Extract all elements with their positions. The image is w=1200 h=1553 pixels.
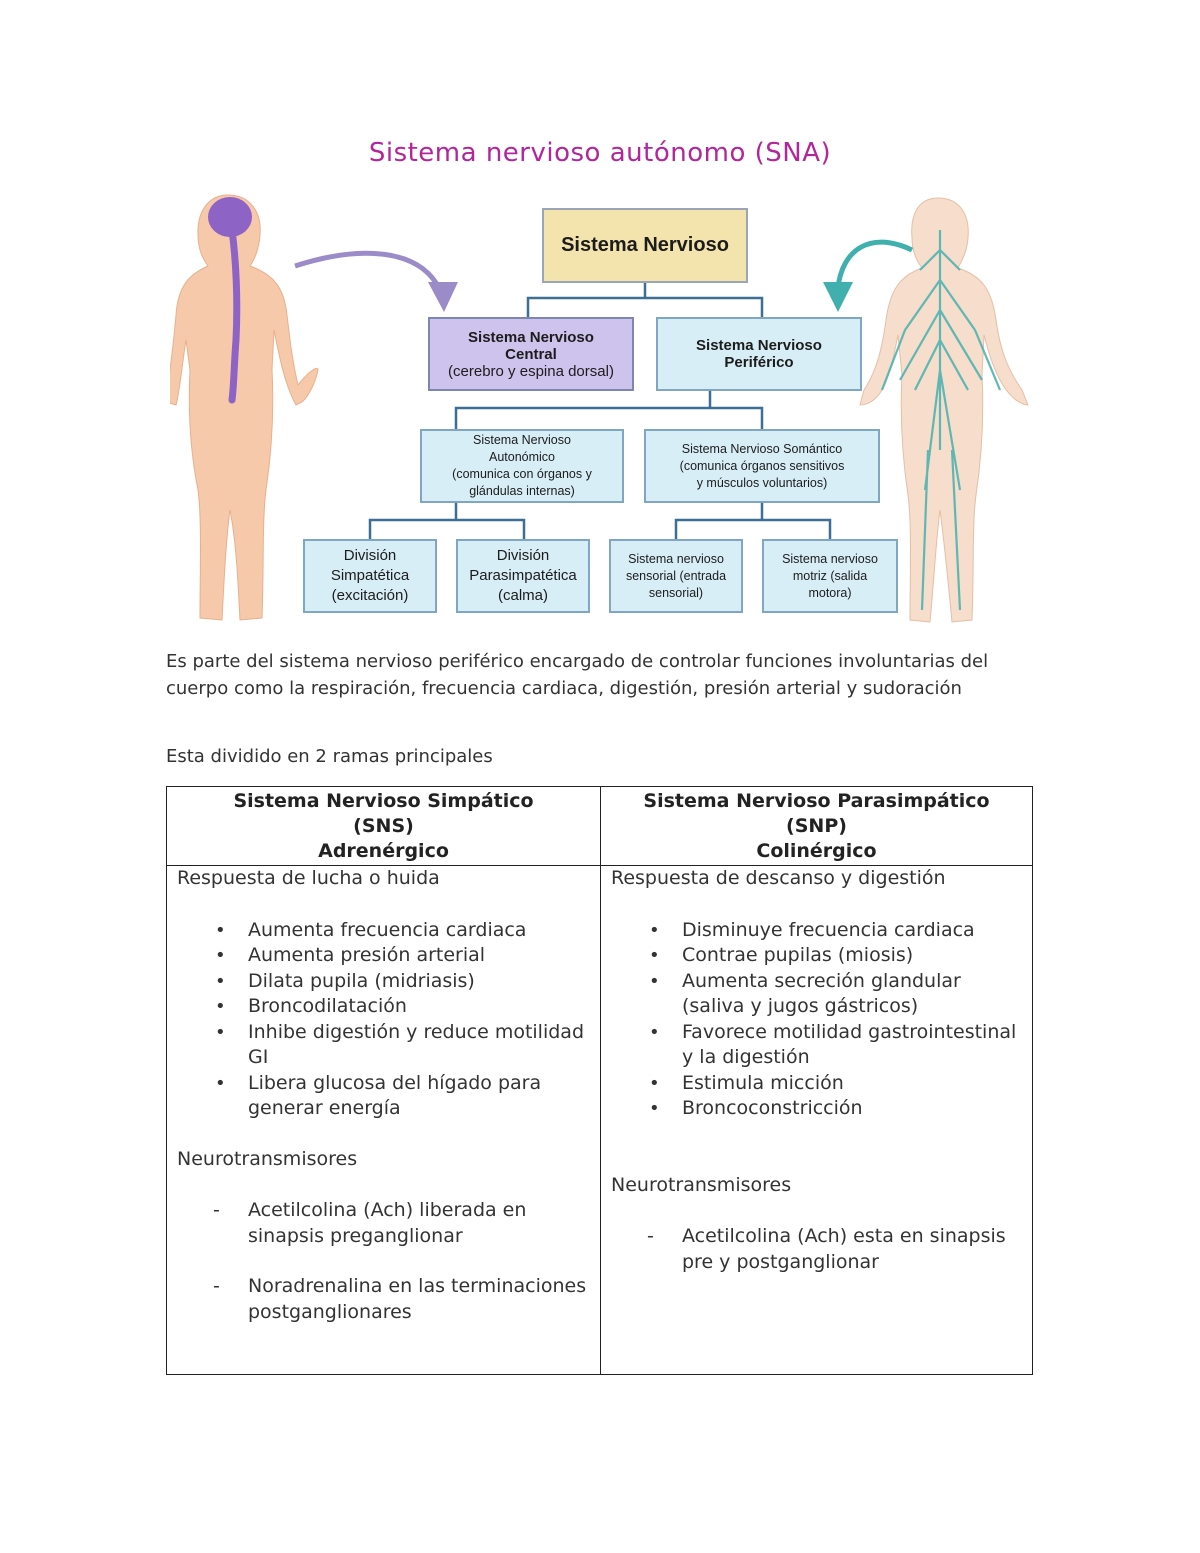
list-item: Noradrenalina en las terminaciones postg… [177, 1274, 590, 1325]
list-item: Broncoconstricción [611, 1096, 1022, 1122]
box-parasympathetic-division: División Parasimpatética (calma) [456, 539, 590, 613]
list-item: Favorece motilidad gastrointestinal y la… [611, 1020, 1022, 1071]
list-item: Dilata pupila (midriasis) [177, 969, 590, 995]
autonomic-label-2: Autonómico [488, 450, 555, 464]
autonomic-label-3: (comunica con órganos y [452, 467, 592, 481]
parasympathetic-label-3: (calma) [497, 587, 548, 604]
parasympathetic-response: Respuesta de descanso y digestión [611, 867, 946, 889]
header-sympathetic-line-1: Sistema Nervioso Simpático [233, 790, 534, 812]
sympathetic-neurotransmitters-label: Neurotransmisores [177, 1147, 358, 1170]
list-item: Aumenta secreción glandular (saliva y ju… [611, 969, 1022, 1020]
sympathetic-label-3: (excitación) [331, 587, 409, 604]
parasympathetic-effects-list: Disminuye frecuencia cardiaca Contrae pu… [611, 918, 1022, 1122]
arrow-to-peripheral [835, 239, 914, 289]
list-item: Aumenta frecuencia cardiaca [177, 918, 590, 944]
tree-connectors [368, 283, 832, 540]
parasympathetic-neurotransmitters-label: Neurotransmisores [611, 1173, 792, 1196]
motor-label-3: motora) [808, 585, 852, 600]
box-autonomic-nervous-system: Sistema Nervioso Autonómico (comunica co… [420, 429, 624, 503]
motor-label-1: Sistema nervioso [782, 551, 878, 566]
table-header-row: Sistema Nervioso Simpático (SNS) Adrenér… [166, 786, 1033, 866]
central-label-3: (cerebro y espina dorsal) [448, 362, 614, 380]
human-body-nerves-figure [859, 197, 1029, 623]
human-body-brain-figure [170, 194, 319, 621]
box-sensory-nervous-system: Sistema nervioso sensorial (entrada sens… [609, 539, 743, 613]
somatic-label-3: y músculos voluntarios) [696, 475, 828, 490]
sympathetic-neurotransmitters-list: Acetilcolina (Ach) liberada en sinapsis … [177, 1198, 590, 1325]
header-sympathetic-line-2: (SNS) [353, 815, 414, 837]
intro-paragraph: Es parte del sistema nervioso periférico… [166, 651, 989, 699]
list-item: Acetilcolina (Ach) liberada en sinapsis … [177, 1198, 590, 1249]
sympathetic-label-1: División [343, 547, 397, 564]
header-parasympathetic: Sistema Nervioso Parasimpático (SNP) Col… [600, 786, 1033, 866]
parasympathetic-label-1: División [496, 547, 550, 564]
page-title: Sistema nervioso autónomo (SNA) [368, 138, 832, 168]
autonomic-label-1: Sistema Nervioso [473, 433, 571, 447]
sensory-label-2: sensorial (entrada [625, 568, 727, 583]
box-peripheral-nervous-system: Sistema Nervioso Periférico [656, 317, 862, 391]
list-item: Estimula micción [611, 1071, 1022, 1097]
header-sympathetic-line-3: Adrenérgico [318, 840, 449, 862]
peripheral-label-1: Sistema Nervioso [696, 337, 822, 354]
list-item: Contrae pupilas (miosis) [611, 943, 1022, 969]
list-item: Broncodilatación [177, 994, 590, 1020]
peripheral-label-2: Periférico [724, 354, 794, 371]
box-nervous-system-label: Sistema Nervioso [561, 234, 729, 256]
cell-parasympathetic: Respuesta de descanso y digestión Dismin… [600, 865, 1033, 1375]
sensory-label-1: Sistema nervioso [628, 551, 724, 566]
box-nervous-system: Sistema Nervioso [542, 208, 748, 283]
box-somatic-nervous-system: Sistema Nervioso Somántico (comunica órg… [644, 429, 880, 503]
motor-label-2: motriz (salida [792, 568, 868, 583]
box-sympathetic-division: División Simpatética (excitación) [303, 539, 437, 613]
sensory-label-3: sensorial) [648, 585, 704, 600]
arrow-to-central [294, 250, 443, 292]
list-item: Disminuye frecuencia cardiaca [611, 918, 1022, 944]
list-item: Inhibe digestión y reduce motilidad GI [177, 1020, 590, 1071]
list-item: Acetilcolina (Ach) esta en sinapsis pre … [611, 1224, 1022, 1275]
header-parasympathetic-line-3: Colinérgico [756, 840, 877, 862]
header-sympathetic: Sistema Nervioso Simpático (SNS) Adrenér… [166, 786, 601, 866]
list-item: Libera glucosa del hígado para generar e… [177, 1071, 590, 1122]
branches-line: Esta dividido en 2 ramas principales [166, 746, 493, 767]
table-body-row: Respuesta de lucha o huida Aumenta frecu… [166, 865, 1033, 1375]
box-motor-nervous-system: Sistema nervioso motriz (salida motora) [762, 539, 898, 613]
central-label-2: Central [505, 345, 557, 363]
header-parasympathetic-line-2: (SNP) [786, 815, 847, 837]
arrow-head-peripheral [823, 282, 853, 312]
nervous-system-diagram: Sistema Nervioso Sistema Nervioso Centra… [170, 190, 1040, 630]
list-item: Aumenta presión arterial [177, 943, 590, 969]
sympathetic-effects-list: Aumenta frecuencia cardiaca Aumenta pres… [177, 918, 590, 1122]
cell-sympathetic: Respuesta de lucha o huida Aumenta frecu… [166, 865, 601, 1375]
sympathetic-response: Respuesta de lucha o huida [177, 867, 440, 889]
diagram-graphics [170, 194, 1029, 623]
parasympathetic-neurotransmitters-list: Acetilcolina (Ach) esta en sinapsis pre … [611, 1224, 1022, 1275]
sympathetic-label-2: Simpatética [330, 567, 410, 584]
autonomic-label-4: glándulas internas) [469, 484, 575, 498]
parasympathetic-label-2: Parasimpatética [469, 567, 577, 584]
arrow-head-central [428, 282, 458, 312]
somatic-label-2: (comunica órganos sensitivos [679, 458, 845, 473]
central-label-1: Sistema Nervioso [468, 328, 594, 346]
header-parasympathetic-line-1: Sistema Nervioso Parasimpático [643, 790, 990, 812]
somatic-label-1: Sistema Nervioso Somántico [681, 441, 843, 456]
comparison-table: Sistema Nervioso Simpático (SNS) Adrenér… [166, 786, 1033, 1375]
box-central-nervous-system: Sistema Nervioso Central (cerebro y espi… [428, 317, 634, 391]
